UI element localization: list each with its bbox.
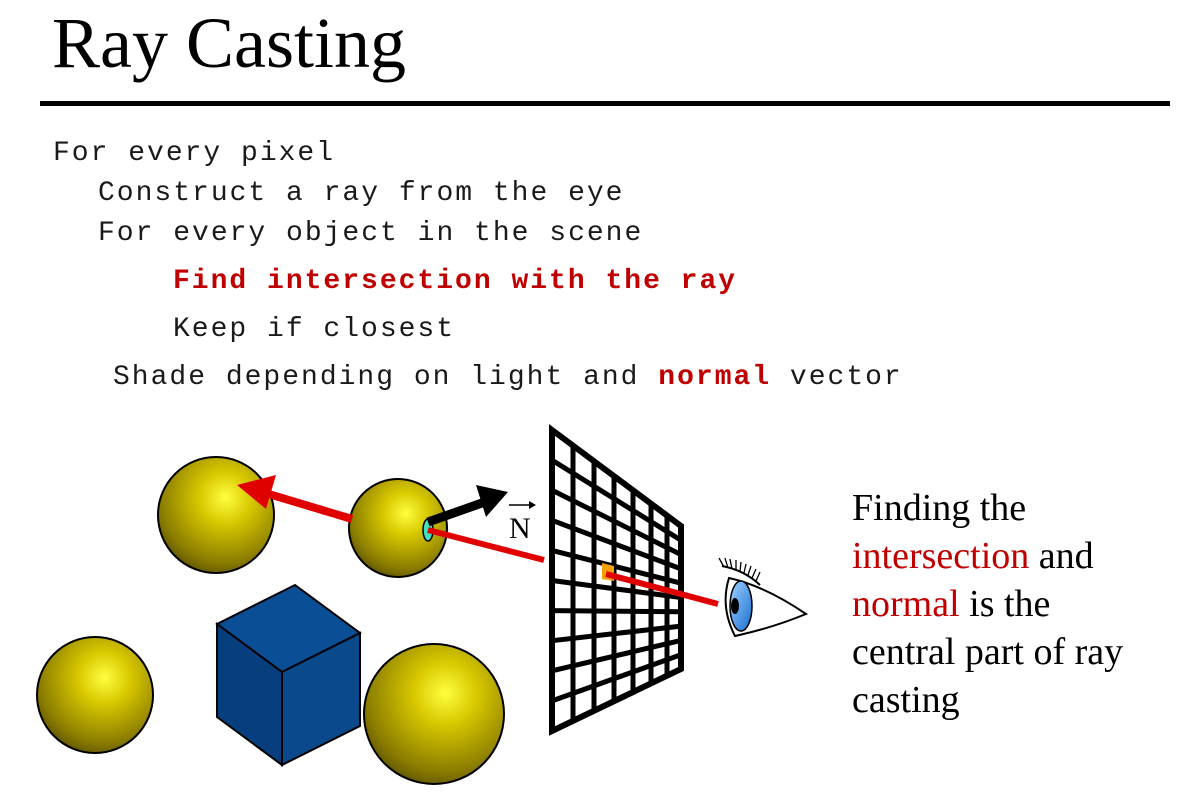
eye-ray-segment [605, 571, 719, 607]
sphere-hit [348, 478, 448, 578]
code-line-2: Construct a ray from the eye [98, 178, 625, 209]
caption-text-3: is the central part of ray casting [852, 583, 1124, 721]
code-line-1: For every pixel [53, 138, 336, 169]
title-divider [40, 101, 1170, 106]
normal-vector-arrowhead [476, 485, 508, 517]
sphere-bottom-right [363, 643, 505, 785]
normal-vector [426, 498, 484, 527]
secondary-ray [260, 488, 354, 523]
caption-normal: normal [852, 583, 960, 625]
eye-icon [718, 557, 809, 638]
code-line-3: For every object in the scene [98, 218, 644, 249]
code-line-6: Shade depending on light and normal vect… [113, 364, 903, 392]
caption-text-2: and [1029, 535, 1094, 577]
primary-ray-segment [427, 527, 545, 563]
image-plane-grid [549, 424, 684, 736]
sphere-bottom-left [36, 636, 154, 754]
code-line-6-post: vector [771, 362, 903, 393]
code-line-6-normal: normal [658, 362, 772, 393]
cube [215, 583, 362, 767]
normal-label-arrowhead [529, 501, 536, 509]
slide-title: Ray Casting [52, 3, 406, 83]
caption: Finding the intersection and normal is t… [852, 484, 1152, 724]
code-line-4: Find intersection with the ray [173, 266, 738, 297]
caption-intersection: intersection [852, 535, 1030, 577]
code-line-5: Keep if closest [173, 314, 456, 345]
sphere-top-left [157, 456, 275, 574]
caption-text-1: Finding the [852, 487, 1027, 529]
code-line-6-pre: Shade depending on light and [113, 362, 659, 393]
normal-label: N [509, 512, 531, 545]
secondary-ray-arrowhead [237, 475, 276, 509]
